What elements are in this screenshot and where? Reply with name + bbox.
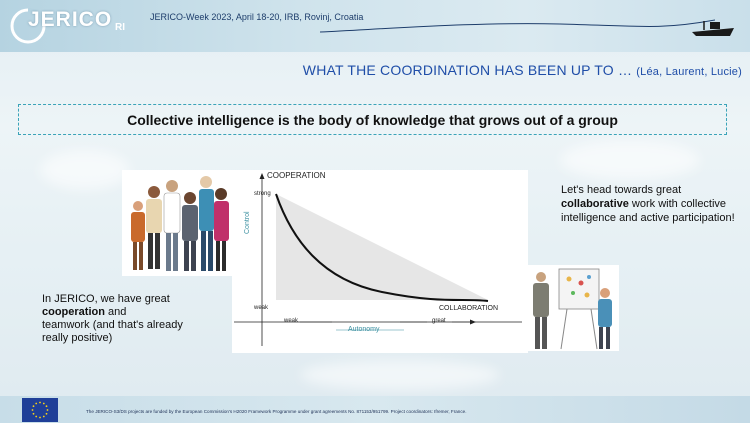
diagram-y-title: COOPERATION bbox=[267, 171, 326, 180]
slide-title: WHAT THE COORDINATION HAS BEEN UP TO … (… bbox=[303, 62, 742, 78]
slide-title-names: (Léa, Laurent, Lucie) bbox=[636, 66, 742, 78]
diagram-x-label: Autonomy bbox=[348, 326, 380, 333]
ship-icon bbox=[692, 21, 734, 36]
right-text-line1: Let's head towards great bbox=[561, 184, 682, 196]
diagram-curve bbox=[275, 193, 489, 302]
diagram-y-high: strong bbox=[254, 191, 271, 197]
left-text-line3: teamwork (and that's already really posi… bbox=[42, 319, 183, 344]
left-text-line1: In JERICO, we have great bbox=[42, 293, 170, 305]
diagram-x-low: weak bbox=[284, 318, 299, 324]
eu-flag-icon bbox=[22, 398, 58, 422]
people-group-illustration bbox=[122, 170, 234, 276]
diagram-y-label: Control bbox=[244, 211, 251, 234]
background-highlight bbox=[40, 150, 130, 190]
header-band: JERICO RI JERICO-Week 2023, April 18-20,… bbox=[0, 0, 750, 52]
slide-title-text: WHAT THE COORDINATION HAS BEEN UP TO … bbox=[302, 62, 637, 78]
diagram-x-high: great bbox=[432, 318, 446, 324]
right-text-block: Let's head towards great collaborative w… bbox=[561, 183, 736, 225]
background-highlight bbox=[300, 360, 500, 390]
x-axis-arrow-icon bbox=[470, 319, 476, 325]
background-highlight bbox=[560, 140, 700, 180]
left-text-bold: cooperation bbox=[42, 306, 105, 318]
logo-text: JERICO bbox=[28, 8, 113, 31]
cooperation-collaboration-diagram: COOPERATION strong weak Control weak Aut… bbox=[232, 170, 528, 353]
left-text-line2: and bbox=[104, 306, 127, 318]
event-title: JERICO-Week 2023, April 18-20, IRB, Rovi… bbox=[150, 12, 364, 22]
diagram-graphic bbox=[234, 173, 522, 346]
meeting-illustration bbox=[527, 265, 619, 351]
definition-banner: Collective intelligence is the body of k… bbox=[18, 104, 727, 135]
diagram-y-low: weak bbox=[254, 305, 269, 311]
footer-funding-text: The JERICO-S3/DS projects are funded by … bbox=[86, 409, 467, 414]
right-text-line2: work with collective intelligence and ac… bbox=[561, 198, 735, 224]
footer-band bbox=[0, 396, 750, 423]
y-axis-arrow-icon bbox=[259, 173, 265, 179]
logo-suffix: RI bbox=[115, 22, 125, 33]
jerico-logo bbox=[10, 8, 46, 44]
diagram-x-end-label: COLLABORATION bbox=[439, 305, 498, 312]
right-text-bold: collaborative bbox=[561, 198, 629, 210]
diagram-shaded-area bbox=[276, 194, 488, 300]
banner-text: Collective intelligence is the body of k… bbox=[127, 111, 618, 128]
wave-line-decoration bbox=[320, 19, 715, 33]
left-text-block: In JERICO, we have great cooperation and… bbox=[42, 293, 212, 345]
